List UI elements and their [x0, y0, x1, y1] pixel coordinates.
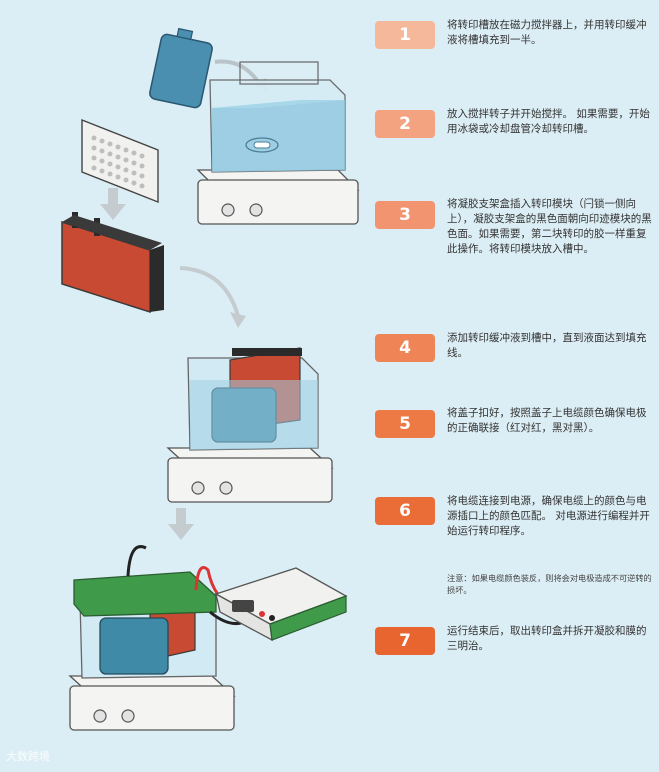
step-4-text: 添加转印缓冲液到槽中，直到液面达到填充线。: [447, 332, 647, 359]
step-6-text: 将电缆连接到电源，确保电缆上的颜色与电源插口上的颜色匹配。 对电源进行编程并开始…: [447, 495, 650, 537]
magnetic-stirrer-1: [196, 169, 360, 225]
step-1-text: 将转印槽放在磁力搅拌器上，并用转印缓冲液将槽填充到一半。: [447, 19, 647, 46]
transfer-tank-1: [209, 61, 346, 173]
step-4-badge: 4: [375, 334, 435, 362]
watermark: 大数跨境: [6, 750, 50, 763]
down-arrow-icon: [100, 188, 126, 220]
step-5-badge: 5: [375, 410, 435, 438]
step-6-badge: 6: [375, 497, 435, 525]
step-7-badge: 7: [375, 627, 435, 655]
blotting-module-icon: [61, 212, 164, 314]
step-5-text: 将盖子扣好，按照盖子上电缆颜色确保电极的正确联接（红对红，黑对黑）。: [447, 407, 647, 434]
tank-lid-icon: [73, 545, 217, 617]
step-7-text: 运行结束后，取出转印盒并拆开凝胶和膜的三明治。: [447, 625, 647, 652]
step-3-badge: 3: [375, 201, 435, 229]
step-1-badge: 1: [375, 21, 435, 49]
transfer-tank-2: [187, 347, 319, 451]
down-arrow-icon-2: [168, 508, 194, 540]
step-2-text: 放入搅拌转子并开始搅拌。 如果需要，开始用冰袋或冷却盘管冷却转印槽。: [447, 108, 650, 135]
step-3-text: 将凝胶支架盒插入转印模块（闩锁一侧向上），凝胶支架盒的黑色面朝向印迹模块的黑色面…: [447, 198, 652, 255]
power-supply-icon: [214, 567, 348, 642]
step-2-badge: 2: [375, 110, 435, 138]
warning-note: 注意：如果电缆颜色装反，则将会对电极造成不可逆转的损坏。: [447, 573, 652, 595]
ice-pack-icon: [149, 27, 213, 109]
gel-holder-cassette-icon: [81, 118, 159, 204]
magnetic-stirrer-2: [166, 447, 334, 503]
magnetic-stirrer-3: [68, 675, 236, 731]
